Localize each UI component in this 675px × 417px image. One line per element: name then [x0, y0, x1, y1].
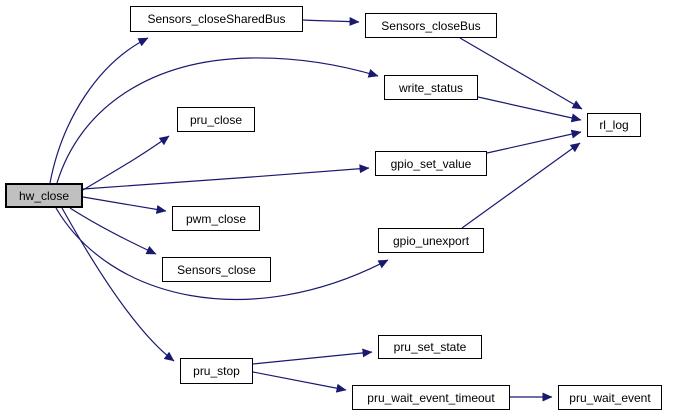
edge-hw_close-to-write_status: [56, 57, 379, 184]
node-write_status[interactable]: write_status: [384, 75, 478, 100]
node-sensors_closebus[interactable]: Sensors_closeBus: [365, 13, 497, 38]
node-hw_close: hw_close: [5, 183, 83, 208]
edge-hw_close-to-pru_close: [82, 135, 170, 191]
edge-pru_stop-to-pru_set_state: [252, 348, 373, 365]
node-sensors_close[interactable]: Sensors_close: [162, 257, 271, 282]
node-pru_wait_event[interactable]: pru_wait_event: [558, 385, 662, 410]
node-pru_close[interactable]: pru_close: [177, 107, 255, 132]
node-pru_set_state[interactable]: pru_set_state: [378, 335, 482, 359]
edge-gpio_unexport-to-rl_log: [461, 142, 581, 229]
node-gpio_set_value[interactable]: gpio_set_value: [375, 151, 487, 176]
edge-sensors_closebus-to-rl_log: [459, 37, 583, 110]
edge-group: [49, 17, 583, 402]
node-rl_log[interactable]: rl_log: [587, 113, 641, 137]
edge-gpio_set_value-to-rl_log: [486, 129, 582, 154]
edge-hw_close-to-sensors_closesharedbus: [49, 37, 149, 184]
edge-pru_stop-to-pru_wait_event_timeout: [252, 371, 347, 393]
node-pwm_close[interactable]: pwm_close: [172, 206, 260, 231]
edge-hw_close-to-pwm_close: [82, 196, 167, 214]
edge-hw_close-to-pru_stop: [61, 207, 175, 362]
edge-hw_close-to-sensors_close: [69, 207, 157, 255]
edge-hw_close-to-gpio_set_value: [82, 164, 370, 190]
node-gpio_unexport[interactable]: gpio_unexport: [378, 228, 484, 253]
node-pru_wait_event_timeout[interactable]: pru_wait_event_timeout: [352, 385, 510, 410]
node-sensors_closesharedbus[interactable]: Sensors_closeSharedBus: [130, 6, 303, 32]
node-pru_stop[interactable]: pru_stop: [180, 358, 253, 384]
edge-sensors_closesharedbus-to-sensors_closebus: [302, 17, 360, 26]
edge-hw_close-to-gpio_unexport: [55, 207, 389, 301]
edge-write_status-to-rl_log: [477, 96, 582, 123]
